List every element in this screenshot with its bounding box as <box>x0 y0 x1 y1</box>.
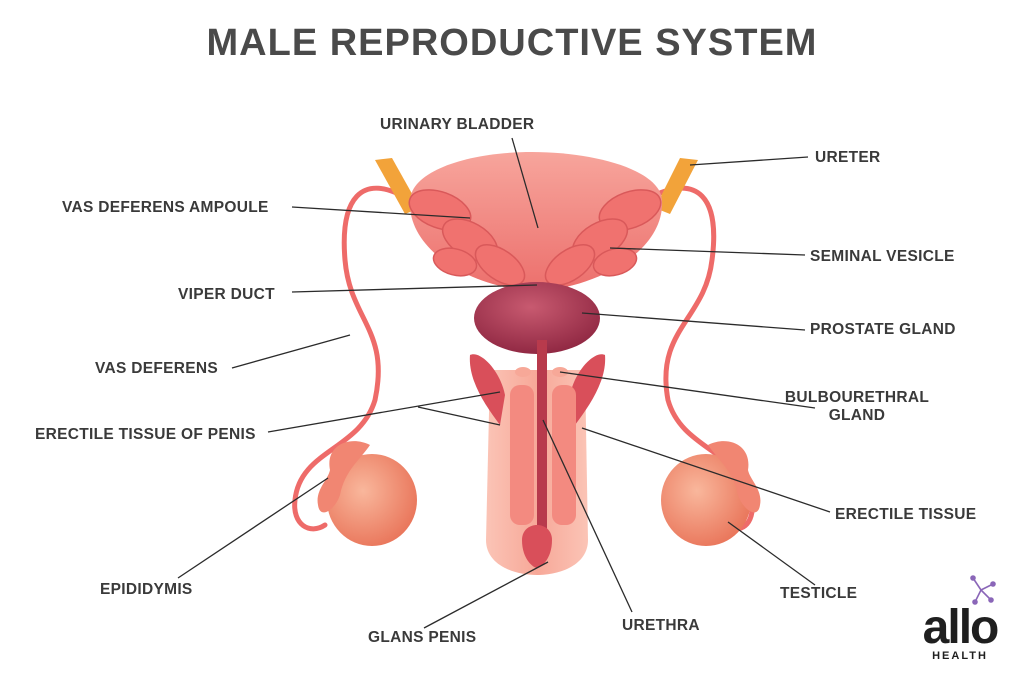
label-prostate-gland: PROSTATE GLAND <box>810 321 956 338</box>
logo-subtitle: HEALTH <box>932 650 988 662</box>
label-ureter: URETER <box>815 149 881 166</box>
leader-ureter <box>689 156 809 166</box>
label-glans-penis: GLANS PENIS <box>368 629 477 646</box>
leader-glans-penis <box>423 561 549 629</box>
leader-viper-duct <box>291 284 538 293</box>
allo-health-logo: allo HEALTH <box>905 570 1015 665</box>
leader-vas-deferens-ampoule <box>291 206 471 219</box>
label-urinary-bladder: URINARY BLADDER <box>380 116 535 133</box>
corpus-cavernosum-right <box>552 385 576 525</box>
logo-wordmark: allo <box>922 601 1000 654</box>
leader-lines <box>177 137 831 629</box>
label-testicle: TESTICLE <box>780 585 858 602</box>
molecule-icon <box>970 575 996 605</box>
label-bulbourethral-gland: BULBOURETHRAL GLAND <box>782 389 932 425</box>
leader-bulbourethral-gland <box>559 371 816 409</box>
label-vas-deferens: VAS DEFERENS <box>95 360 219 377</box>
seminal-vesicle-right <box>544 189 662 286</box>
leader-erectile-tissue <box>581 427 831 513</box>
glans-penis <box>522 525 552 568</box>
leader-urethra <box>542 419 633 613</box>
crus-right <box>570 354 606 425</box>
leader-vas-deferens <box>231 334 351 369</box>
leader-seminal-vesicle <box>609 247 806 256</box>
leader-erectile-tissue-of-penis-2 <box>417 406 501 426</box>
label-vas-deferens-ampoule: VAS DEFERENS AMPOULE <box>62 199 269 216</box>
label-erectile-tissue-of-penis: ERECTILE TISSUE OF PENIS <box>35 426 256 443</box>
epididymis-right <box>708 441 761 513</box>
bulbourethral-gland-left <box>515 367 531 377</box>
label-seminal-vesicle: SEMINAL VESICLE <box>810 248 955 265</box>
label-epididymis: EPIDIDYMIS <box>100 581 193 598</box>
testicle-left <box>327 454 417 546</box>
leader-erectile-tissue-of-penis <box>267 391 501 433</box>
label-erectile-tissue: ERECTILE TISSUE <box>835 506 977 523</box>
label-bulbourethral-gland-line2: GLAND <box>828 407 886 424</box>
label-viper-duct: VIPER DUCT <box>178 286 275 303</box>
leader-epididymis <box>177 477 329 579</box>
page-title: MALE REPRODUCTIVE SYSTEM <box>206 22 818 64</box>
crus-left <box>469 354 505 425</box>
leader-urinary-bladder <box>511 137 539 229</box>
urethra-channel <box>537 340 547 540</box>
corpus-cavernosum-left <box>510 385 534 525</box>
seminal-vesicle-left <box>408 189 526 286</box>
leader-prostate-gland <box>581 312 806 331</box>
label-urethra: URETHRA <box>622 617 700 634</box>
ureter-left <box>375 158 420 214</box>
leader-testicle <box>727 521 816 586</box>
epididymis-left <box>317 441 370 513</box>
prostate-gland <box>474 282 600 354</box>
ureter-right <box>655 158 698 214</box>
label-bulbourethral-gland-line1: BULBOURETHRAL <box>784 389 930 406</box>
